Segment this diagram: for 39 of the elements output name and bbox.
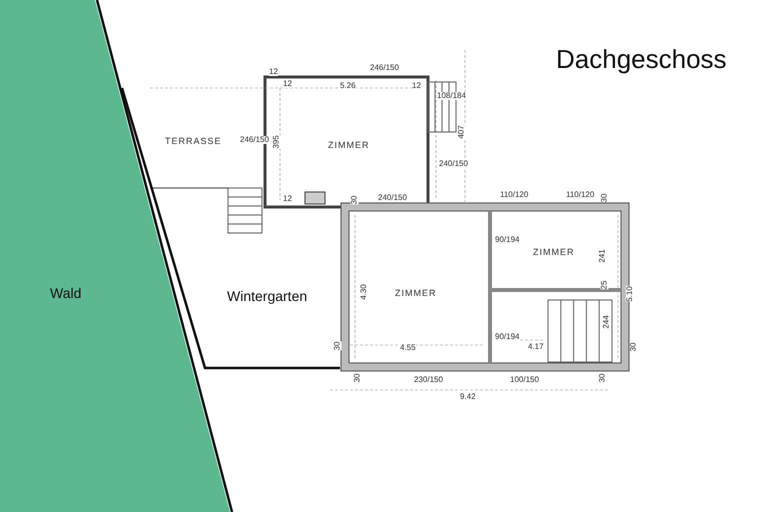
dimension-label: 30 bbox=[629, 342, 638, 352]
dimension-label: 230/150 bbox=[414, 376, 443, 384]
dimension-label: 5.26 bbox=[340, 82, 356, 90]
dimension-label: 5.10 bbox=[626, 286, 634, 302]
title: Dachgeschoss bbox=[556, 44, 727, 75]
dimension-label: 4.30 bbox=[360, 284, 368, 300]
dimension-label: 9.42 bbox=[460, 393, 476, 401]
dimension-label: 30 bbox=[350, 196, 358, 204]
dimension-label: 30 bbox=[600, 194, 608, 202]
dimension-label: 241 bbox=[598, 249, 607, 263]
dimension-label: 30 bbox=[333, 342, 342, 350]
dimension-label: 246/150 bbox=[370, 64, 399, 72]
dimension-label: 108/184 bbox=[437, 92, 466, 100]
dimension-label: 25 bbox=[600, 280, 608, 290]
room-label: ZIMMER bbox=[395, 288, 436, 298]
dimension-label: 90/194 bbox=[495, 236, 520, 244]
room-label: ZIMMER bbox=[533, 247, 574, 257]
dimension-label: 240/150 bbox=[378, 194, 407, 202]
dimension-label: 90/194 bbox=[495, 333, 520, 341]
dimension-label: 4.55 bbox=[400, 344, 416, 352]
dimension-label: 244 bbox=[602, 315, 611, 329]
room-label: Wintergarten bbox=[227, 288, 308, 304]
dimension-label: 30 bbox=[598, 374, 606, 382]
dimension-label: 246/150 bbox=[240, 136, 269, 144]
dimension-label: 395 bbox=[272, 135, 281, 149]
room-label: ZIMMER bbox=[328, 140, 370, 150]
dimension-label: 110/120 bbox=[500, 191, 528, 199]
dimension-label: 12 bbox=[283, 195, 292, 203]
dimension-label: 30 bbox=[353, 374, 362, 382]
room-label: TERRASSE bbox=[165, 136, 222, 146]
dimension-label: 12 bbox=[412, 82, 421, 90]
dimension-label: 407 bbox=[458, 125, 466, 139]
room-label: Wald bbox=[50, 285, 82, 301]
dimension-label: 110/120 bbox=[566, 191, 594, 199]
dimension-label: 240/150 bbox=[439, 160, 468, 168]
dimension-label: 12 bbox=[283, 80, 292, 88]
dimension-label: 4.17 bbox=[528, 343, 544, 351]
dimension-label: 12 bbox=[269, 68, 278, 76]
dimension-label: 100/150 bbox=[510, 376, 539, 384]
